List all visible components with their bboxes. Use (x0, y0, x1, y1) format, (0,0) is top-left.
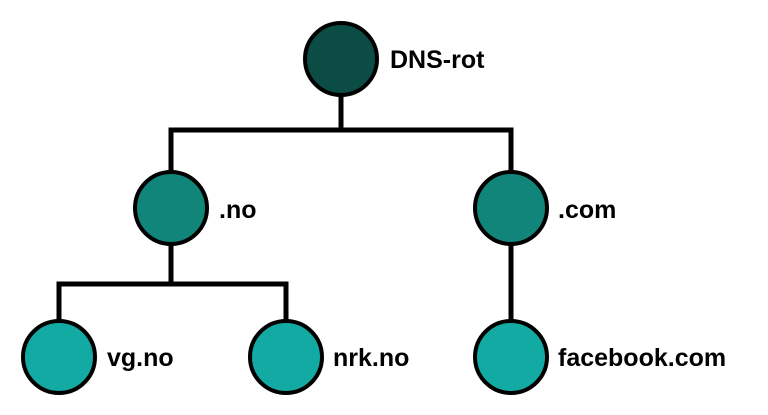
facebook-node-label: facebook.com (558, 344, 726, 372)
root-node-label: DNS-rot (390, 46, 485, 74)
vg-node-label: vg.no (107, 344, 174, 372)
vg-node (21, 319, 97, 395)
no-node (133, 170, 209, 246)
root-node (303, 21, 379, 97)
connector-lines (56, 92, 514, 325)
com-node (473, 170, 549, 246)
edge-root-to-tlds (168, 92, 514, 175)
no-node-label: .no (219, 196, 257, 224)
facebook-node (473, 319, 549, 395)
com-node-label: .com (558, 196, 616, 224)
edge-no-to-children (56, 240, 289, 325)
nrk-node-label: nrk.no (333, 344, 409, 372)
nrk-node (248, 319, 324, 395)
